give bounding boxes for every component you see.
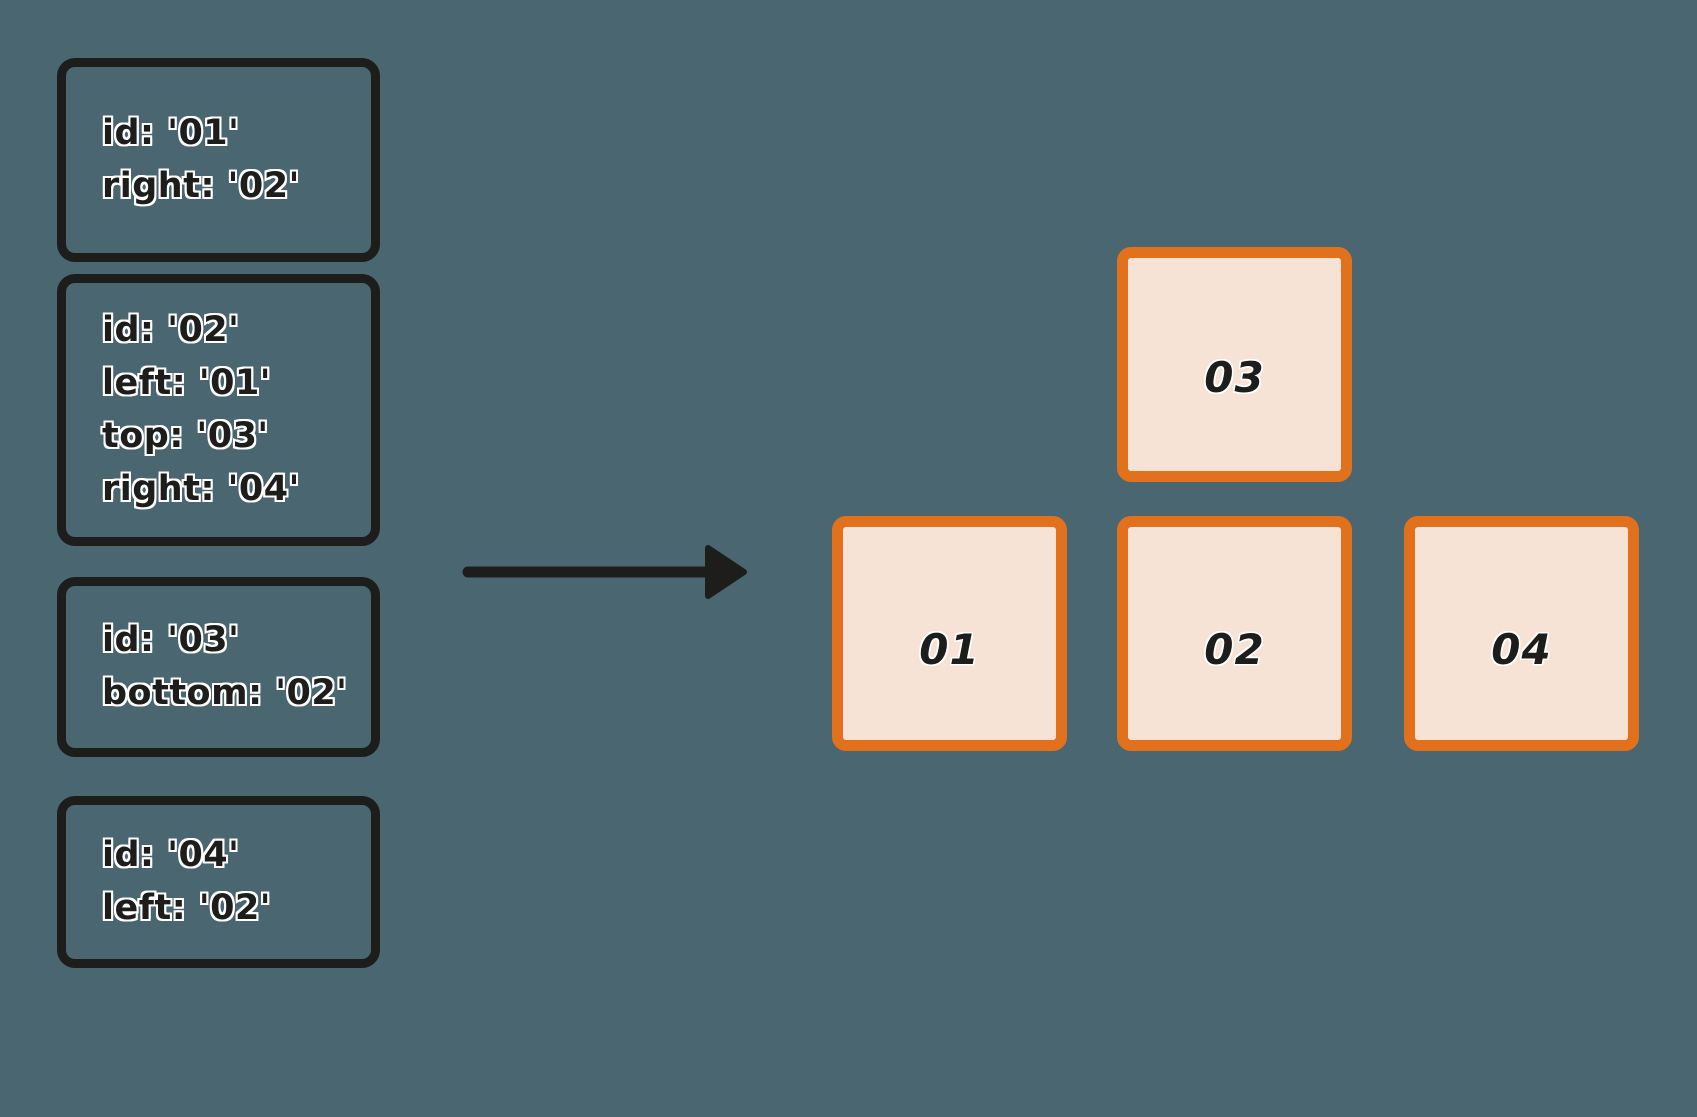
spec-card-04-line-1: id: '04' [100,833,241,877]
spec-card-03-line-1: id: '03' [100,618,241,662]
spec-card-02-line-4: right: '04' [100,467,301,511]
layout-tile-04-label: 04 [1491,625,1552,674]
layout-tile-02-label: 02 [1204,625,1265,674]
spec-card-03: id: '03' bottom: '02' [57,577,380,757]
spec-card-04-line-2: left: '02' [100,886,273,930]
spec-card-01-line-1: id: '01' [100,111,241,155]
spec-card-01-line-2: right: '02' [100,164,301,208]
spec-card-02-line-3: top: '03' [100,414,270,458]
spec-card-04: id: '04' left: '02' [57,796,380,968]
layout-tile-01-label: 01 [919,625,980,674]
spec-card-02-line-2: left: '01' [100,361,273,405]
spec-card-01: id: '01' right: '02' [57,58,380,262]
layout-tile-01[interactable]: 01 [832,516,1067,751]
layout-tile-04[interactable]: 04 [1404,516,1639,751]
arrow-right-icon [462,545,747,599]
layout-tile-02[interactable]: 02 [1117,516,1352,751]
spec-card-02: id: '02' left: '01' top: '03' right: '04… [57,274,380,546]
spec-card-02-line-1: id: '02' [100,308,241,352]
layout-tile-03[interactable]: 03 [1117,247,1352,482]
layout-tile-03-label: 03 [1204,353,1265,402]
spec-card-03-line-2: bottom: '02' [100,671,349,715]
